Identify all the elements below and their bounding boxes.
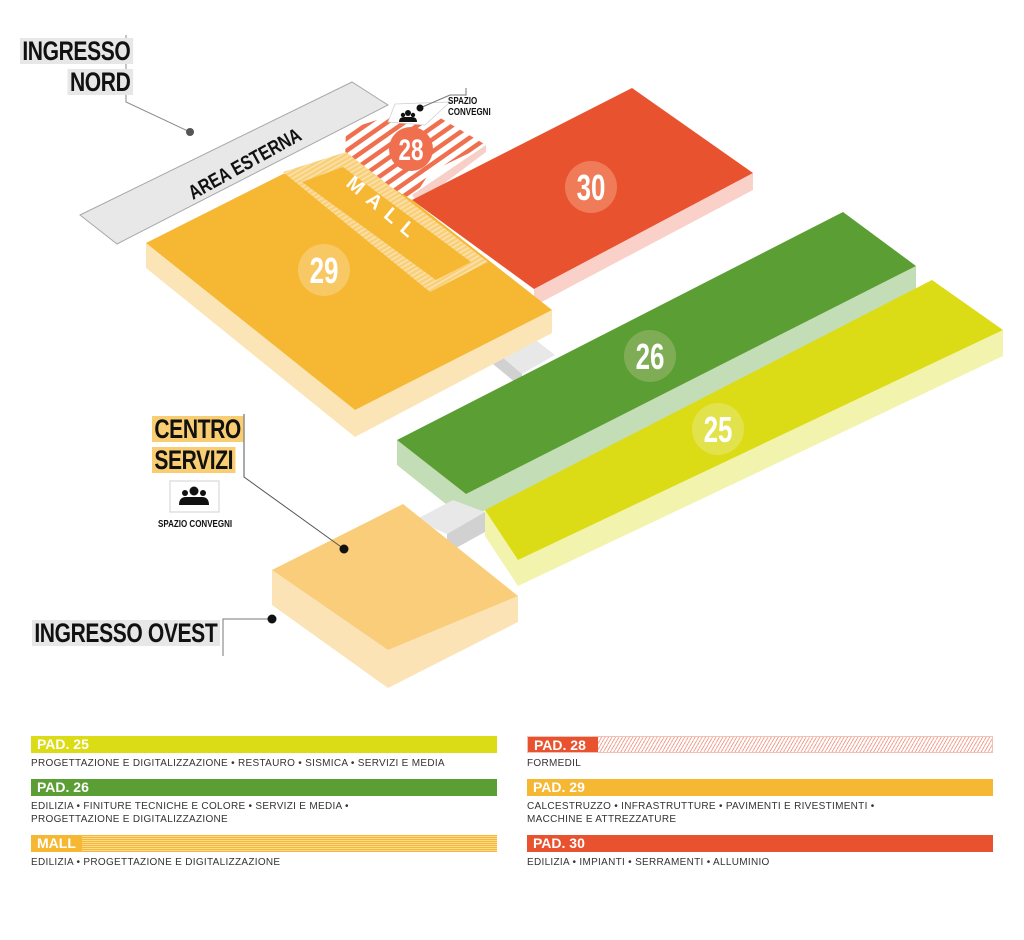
pavilion-28-badge: [389, 127, 433, 171]
pavilion-29-number: 29: [310, 251, 339, 291]
ingresso-ovest-label: INGRESSO OVEST: [32, 620, 220, 647]
pavilion-29[interactable]: MALL 29: [146, 152, 552, 437]
legend-item-pad-30[interactable]: PAD. 30 EDILIZIA • IMPIANTI • SERRAMENTI…: [527, 835, 993, 869]
pavilion-26[interactable]: 26: [397, 212, 916, 520]
pavilion-25[interactable]: 25: [485, 280, 1003, 586]
nord-callout-line: [125, 35, 194, 136]
centro-callout-line: [243, 414, 349, 554]
pavilion-28-number: 28: [398, 133, 423, 167]
people-icon: [399, 110, 417, 122]
legend-bar: PAD. 29: [527, 779, 993, 796]
pavilion-30-badge: [565, 161, 617, 213]
legend-item-pad-26[interactable]: PAD. 26 EDILIZIA • FINITURE TECNICHE E C…: [31, 779, 497, 826]
pavilion-29-badge: [298, 244, 350, 296]
legend-item-pad-28[interactable]: PAD. 28 FORMEDIL: [527, 736, 993, 770]
exhibition-map: AREA ESTERNA 28 30 MALL: [79, 35, 1003, 688]
pavilion-26-badge: [624, 330, 676, 382]
legend-item-pad-29[interactable]: PAD. 29 CALCESTRUZZO • INFRASTRUTTURE • …: [527, 779, 993, 826]
legend-bar: PAD. 26: [31, 779, 497, 796]
centro-servizi-building[interactable]: [272, 504, 518, 688]
legend-left: PAD. 25 PROGETTAZIONE E DIGITALIZZAZIONE…: [31, 736, 497, 878]
legend-item-mall[interactable]: MALL EDILIZIA • PROGETTAZIONE E DIGITALI…: [31, 835, 497, 869]
ingresso-nord-label: INGRESSO NORD: [20, 38, 133, 96]
spazio-convegni-top-label: SPAZIO CONVEGNI: [448, 96, 491, 118]
legend-bar: PAD. 28: [527, 736, 993, 753]
pavilion-26-number: 26: [636, 337, 665, 377]
people-icon: [169, 480, 220, 513]
legend-bar: PAD. 30: [527, 835, 993, 852]
bridge-centro-25: [415, 500, 485, 553]
legend-bar: PAD. 25: [31, 736, 497, 753]
pavilion-30[interactable]: 30: [412, 88, 753, 306]
pavilion-25-badge: [692, 403, 744, 455]
pavilion-25-number: 25: [704, 410, 733, 450]
spazio-convegni-centro-label: SPAZIO CONVEGNI: [158, 519, 233, 530]
legend-right: PAD. 28 FORMEDIL PAD. 29 CALCESTRUZZO • …: [527, 736, 993, 878]
pavilion-28[interactable]: 28: [345, 88, 486, 203]
pavilion-30-number: 30: [577, 168, 606, 208]
ovest-callout-line: [222, 614, 277, 656]
legend-item-pad-25[interactable]: PAD. 25 PROGETTAZIONE E DIGITALIZZAZIONE…: [31, 736, 497, 770]
centro-servizi-label: CENTRO SERVIZI: [152, 416, 244, 474]
legend-bar: MALL: [31, 835, 497, 852]
